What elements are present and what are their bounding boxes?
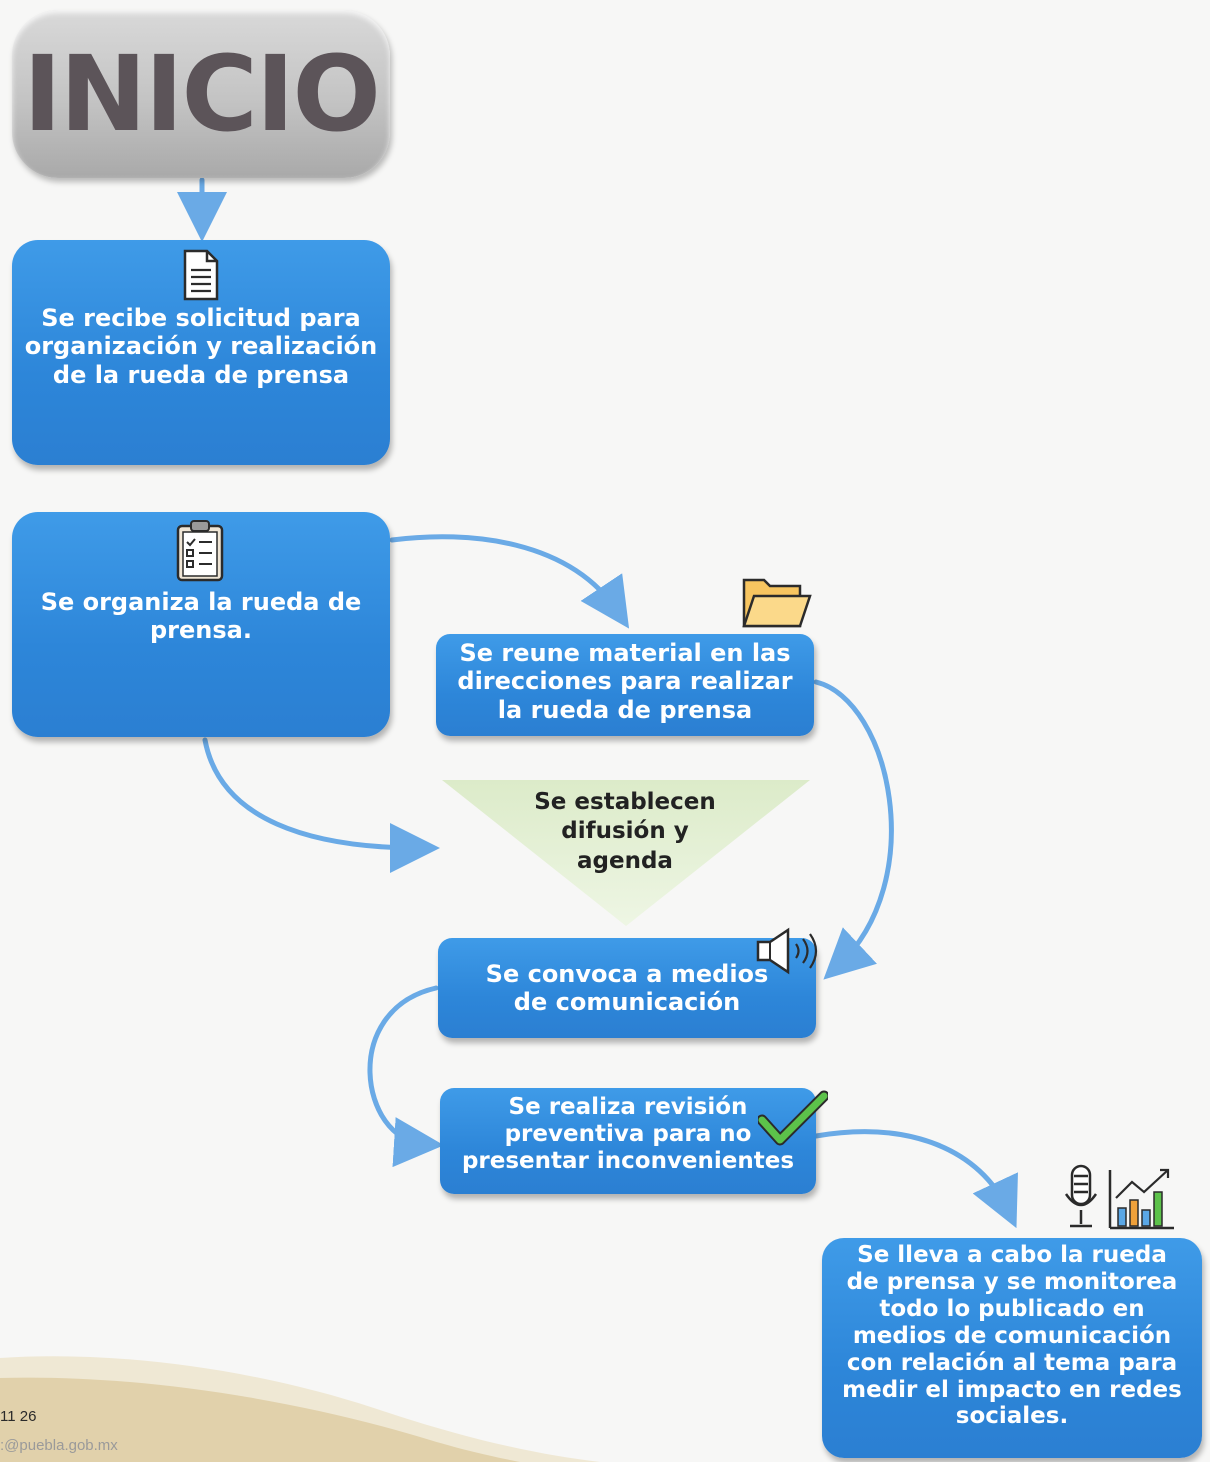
document-icon bbox=[183, 249, 219, 301]
footer-phone: 11 26 bbox=[0, 1408, 37, 1425]
arrow-convoca-to-revision bbox=[367, 985, 444, 1168]
step-monitorea: Se lleva a cabo la rueda de prensa y se … bbox=[822, 1238, 1202, 1458]
decorative-swoosh bbox=[0, 1356, 600, 1462]
step-establece-text: Se establecen difusión y agenda bbox=[534, 789, 716, 874]
step-reune-material: Se reune material en las direcciones par… bbox=[436, 634, 814, 736]
step-establece-triangle bbox=[442, 780, 810, 926]
footer-email[interactable]: :@puebla.gob.mx bbox=[0, 1437, 118, 1454]
arrow-revision-to-monitorea bbox=[813, 1129, 1018, 1229]
step-text: Se organiza la rueda de prensa. bbox=[40, 588, 362, 645]
arrow-reune-to-convoca bbox=[813, 679, 894, 980]
step-convoca-medios: Se convoca a medios de comunicación bbox=[438, 938, 816, 1038]
microphone-chart-icon bbox=[1064, 1164, 1174, 1230]
step-revision-preventiva: Se realiza revisión preventiva para no p… bbox=[440, 1088, 816, 1194]
step-text: Se lleva a cabo la rueda de prensa y se … bbox=[842, 1242, 1182, 1430]
step-organiza: Se organiza la rueda de prensa. bbox=[12, 512, 390, 737]
folder-icon bbox=[742, 578, 812, 628]
clipboard-checklist-icon bbox=[176, 520, 224, 582]
step-text: Se recibe solicitud para organización y … bbox=[24, 304, 378, 389]
arrow-organiza-to-establece bbox=[202, 737, 440, 873]
step-text: Se reune material en las direcciones par… bbox=[457, 639, 793, 724]
step-text: Se realiza revisión preventiva para no p… bbox=[461, 1094, 795, 1175]
start-label: INICIO bbox=[23, 33, 381, 155]
step-recibe-solicitud: Se recibe solicitud para organización y … bbox=[12, 240, 390, 465]
checkmark-icon bbox=[758, 1090, 828, 1146]
speaker-icon bbox=[756, 927, 818, 975]
start-terminal: INICIO bbox=[12, 10, 390, 178]
step-text: Se convoca a medios de comunicación bbox=[485, 960, 769, 1017]
arrow-organiza-to-reune bbox=[389, 534, 630, 629]
